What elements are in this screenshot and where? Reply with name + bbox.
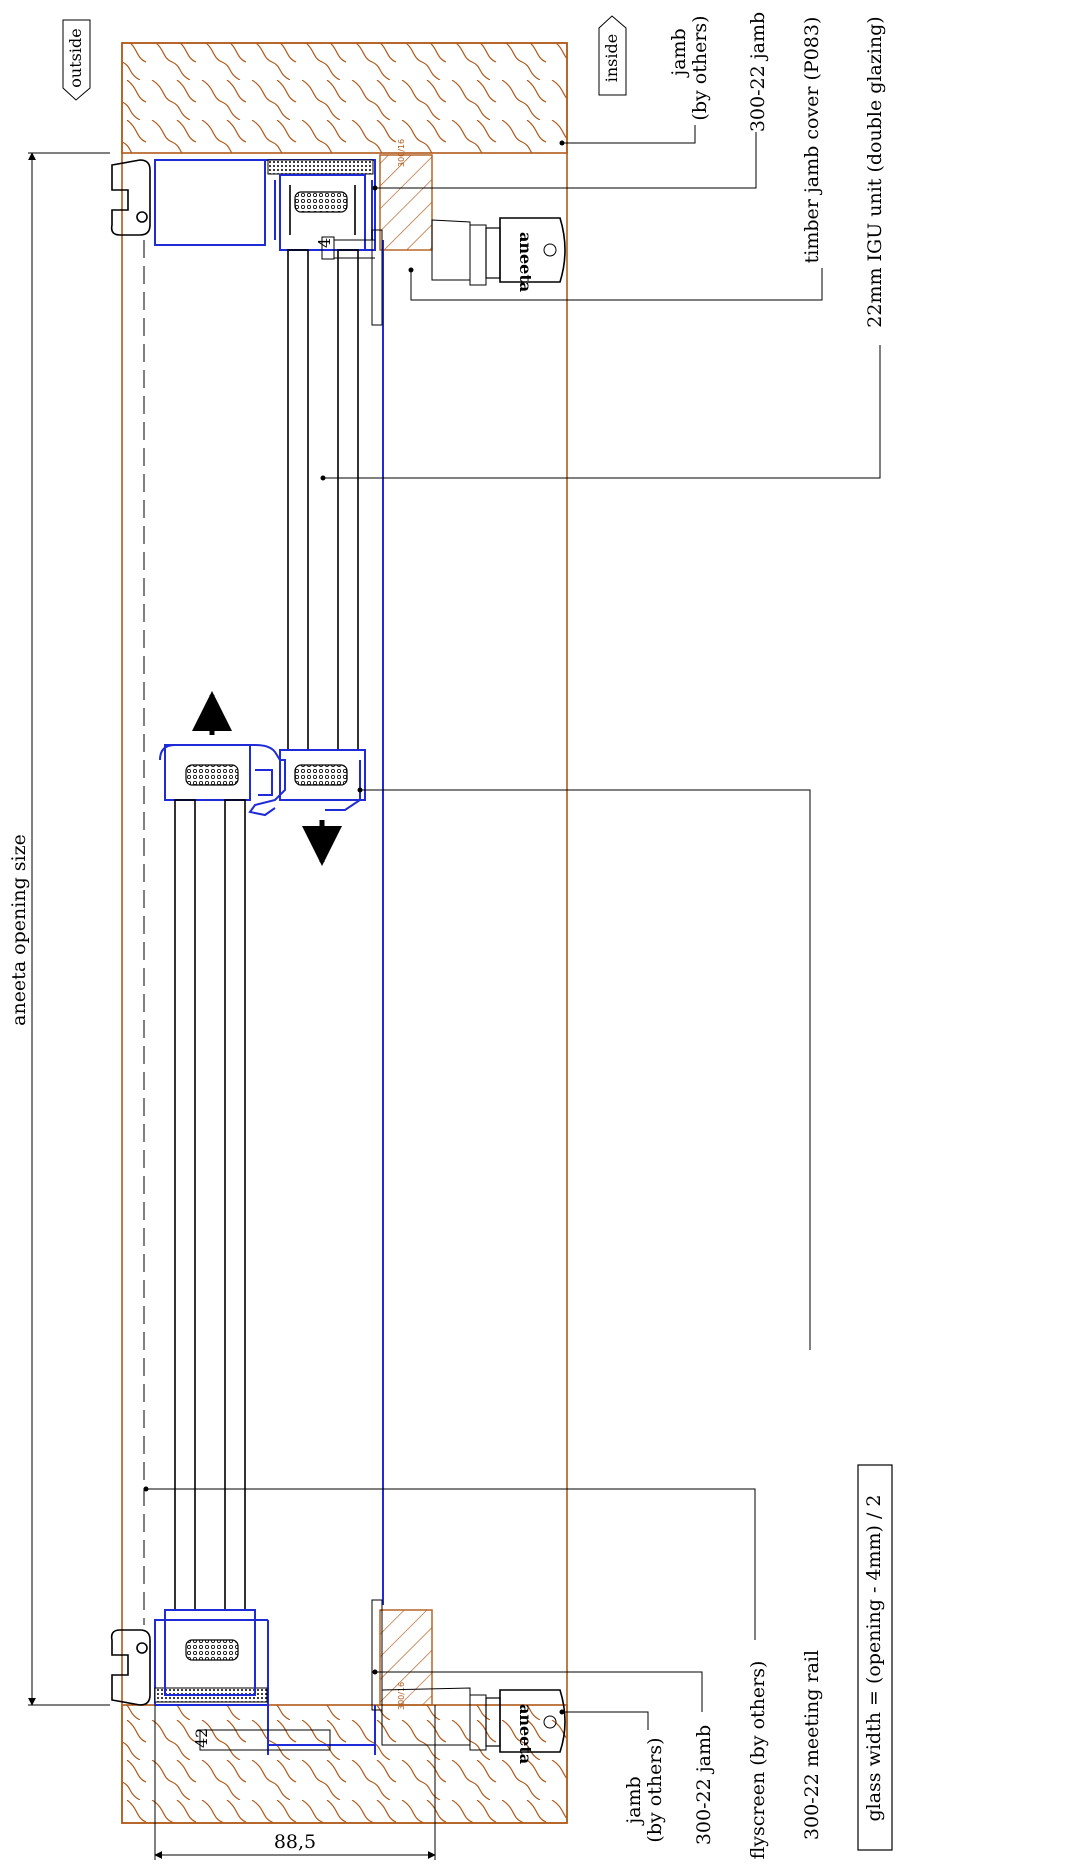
lock-key-bottom: 42 aneeta (192, 1599, 566, 1764)
sash-outer (164, 744, 256, 1696)
meeting-rail (159, 744, 361, 817)
outside-tag: outside (62, 19, 91, 101)
tag-top: 300/16 (397, 139, 406, 167)
label-300-jamb-left: 300-22 jamb (693, 1725, 715, 1845)
opening-outline (121, 42, 568, 1824)
label-glass-width: glass width = (opening - 4mm) / 2 (863, 1494, 885, 1821)
sash-inner (279, 174, 366, 801)
glass-width-box (857, 1464, 893, 1851)
label-jamb-left-2: (by others) (644, 1737, 666, 1842)
leader-300-jamb-left (372, 1669, 703, 1712)
brand-top: aneeta (516, 232, 535, 292)
label-jamb-left-1: jamb (623, 1776, 645, 1825)
svg-text:outside: outside (66, 28, 85, 87)
leader-timber-cover (408, 267, 823, 301)
label-jamb-right-1: jamb (668, 28, 690, 77)
label-igu: 22mm IGU unit (double glazing) (864, 16, 886, 327)
flyscreen-bottom (110, 1629, 151, 1706)
timber-cover-bottom (379, 1609, 433, 1706)
label-300-jamb-right: 300-22 jamb (747, 12, 769, 132)
jamb-bottom (121, 1704, 568, 1824)
leader-igu (320, 345, 881, 481)
inside-tag: inside (598, 15, 627, 96)
label-timber-cover: timber jamb cover (P083) (801, 17, 823, 264)
svg-text:inside: inside (602, 34, 621, 82)
opening-dimension (28, 152, 110, 1706)
timber-cover-top (379, 154, 433, 251)
opening-label: aneeta opening size (8, 834, 30, 1026)
leader-jamb-right (559, 125, 696, 146)
lock-key-top: 4 aneeta (315, 217, 566, 326)
num-4: 4 (315, 238, 334, 248)
label-meeting-rail: 300-22 meeting rail (801, 1650, 823, 1840)
dim-88-5 (154, 1705, 436, 1860)
leader-300-jamb-right (372, 132, 757, 191)
num-42: 42 (192, 1728, 211, 1748)
brand-bottom: aneeta (516, 1704, 535, 1764)
dim-88-5-label: 88,5 (274, 1831, 316, 1853)
leader-jamb-left (559, 1709, 649, 1730)
tag-bottom: 300/16 (397, 1682, 406, 1710)
leader-flyscreen (143, 1486, 756, 1640)
jamb-top (121, 42, 568, 154)
label-jamb-right-2: (by others) (689, 15, 711, 120)
label-flyscreen: flyscreen (by others) (747, 1661, 769, 1860)
flyscreen-top (110, 159, 151, 236)
leader-meeting-rail (357, 787, 811, 1350)
